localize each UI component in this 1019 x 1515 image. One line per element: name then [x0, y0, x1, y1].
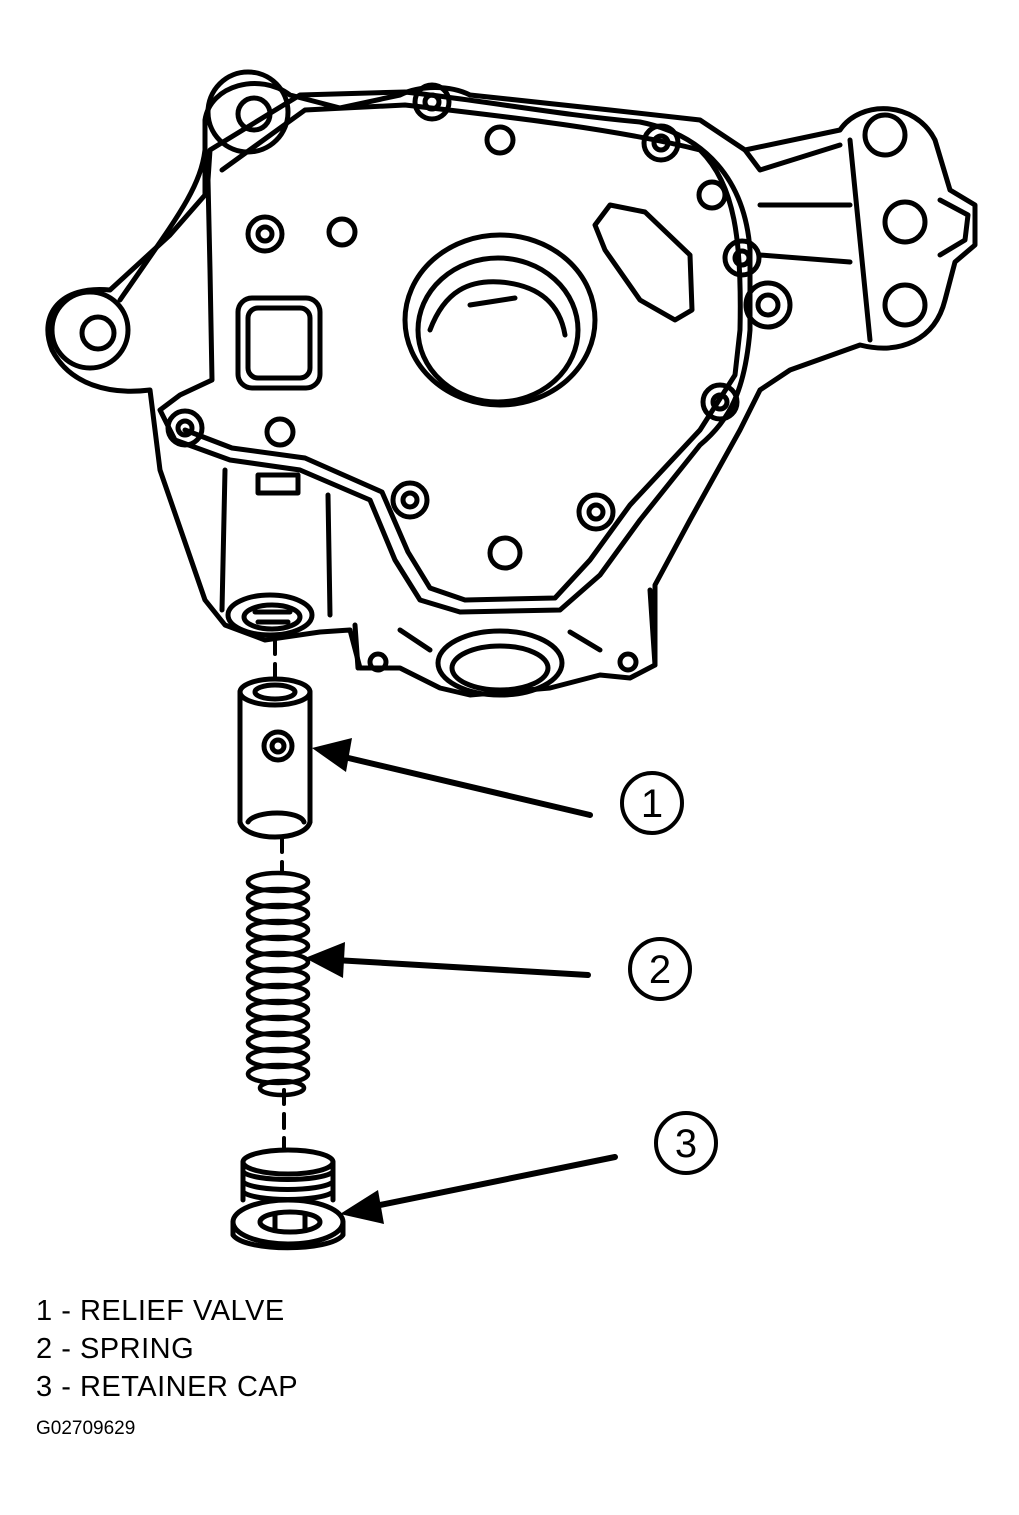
- callout-3-number: 3: [675, 1122, 697, 1166]
- legend-label: RETAINER CAP: [79, 1371, 299, 1403]
- legend-item-spring: 2 - SPRING: [36, 1330, 298, 1368]
- legend-number: 1: [36, 1295, 53, 1327]
- legend-number: 2: [36, 1333, 53, 1365]
- assembly-axis: [273, 638, 286, 1150]
- leader-arrow-2: [332, 957, 591, 978]
- legend-separator: -: [61, 1333, 72, 1365]
- legend-label: RELIEF VALVE: [79, 1295, 285, 1327]
- legend-number: 3: [36, 1371, 53, 1403]
- arrow-head-1: [312, 738, 352, 772]
- oil-pump-housing: [45, 69, 978, 698]
- callout-1: [620, 771, 684, 835]
- leader-arrow-1: [337, 753, 593, 818]
- callout-3: [654, 1111, 718, 1175]
- callout-2: [628, 937, 692, 1001]
- housing-bolts: [165, 82, 762, 532]
- parts-legend: 1 - RELIEF VALVE 2 - SPRING 3 - RETAINER…: [36, 1292, 298, 1406]
- leader-arrows: [332, 753, 618, 1210]
- callout-2-number: 2: [649, 948, 671, 992]
- legend-label: SPRING: [79, 1333, 195, 1365]
- legend-item-relief-valve: 1 - RELIEF VALVE: [36, 1292, 298, 1330]
- callout-1-number: 1: [641, 782, 663, 826]
- arrow-heads: [305, 738, 384, 1224]
- arrow-head-3: [340, 1190, 384, 1224]
- legend-separator: -: [61, 1371, 72, 1403]
- spring: [245, 870, 311, 1098]
- legend-item-retainer-cap: 3 - RETAINER CAP: [36, 1368, 298, 1406]
- retainer-cap: [230, 1147, 346, 1251]
- leader-arrow-3: [367, 1154, 618, 1210]
- legend-separator: -: [61, 1295, 72, 1327]
- arrow-head-2: [305, 942, 345, 978]
- relief-valve: [237, 676, 313, 840]
- figure-id: G02709629: [36, 1418, 136, 1439]
